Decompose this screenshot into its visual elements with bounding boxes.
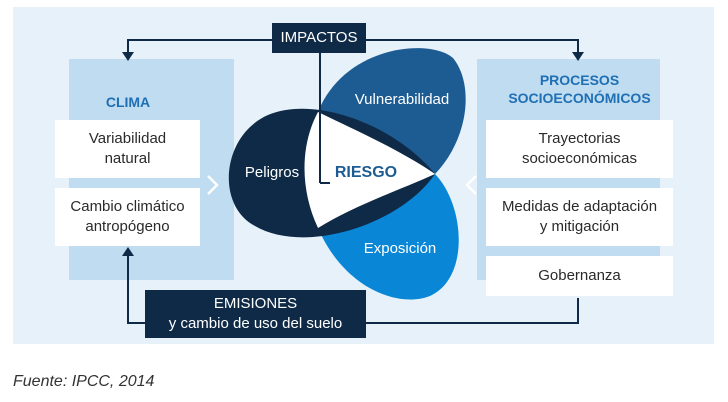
- procesos-box-trayectorias: Trayectorias socioeconómicas: [486, 120, 673, 178]
- procesos-heading: PROCESOS SOCIOECONÓMICOS: [508, 72, 651, 106]
- clima-heading: CLIMA: [105, 94, 151, 110]
- procesos-to-emisiones-connector: [366, 298, 579, 324]
- procesos-box-medidas: Medidas de adaptación y mitigación: [486, 188, 673, 246]
- exposicion-label: Exposición: [364, 240, 437, 257]
- arrowhead-clima-icon: [122, 52, 134, 61]
- risk-diagram: Peligros Vulnerabilidad Exposición RIESG…: [228, 48, 466, 300]
- chevron-left-icon: [465, 175, 477, 195]
- riesgo-label: RIESGO: [335, 164, 397, 181]
- procesos-box-gobernanza: Gobernanza: [486, 256, 673, 296]
- peligros-label: Peligros: [245, 164, 299, 181]
- riesgo-center: [304, 112, 435, 228]
- chevron-right-icon: [207, 175, 219, 195]
- exposicion-petal: [318, 174, 459, 300]
- vulnerabilidad-label: Vulnerabilidad: [355, 91, 450, 108]
- emisiones-to-clima-connector: [127, 254, 145, 324]
- impactos-to-clima-connector: [127, 39, 272, 55]
- clima-box-cambio: Cambio climático antropógeno: [55, 188, 200, 246]
- vulnerabilidad-petal: [318, 48, 466, 175]
- impactos-box: IMPACTOS: [272, 23, 366, 53]
- arrowhead-emisiones-icon: [122, 247, 134, 256]
- clima-box-variabilidad: Variabilidad natural: [55, 120, 200, 178]
- emisiones-box: EMISIONES y cambio de uso del suelo: [145, 290, 366, 338]
- impactos-to-procesos-connector: [366, 39, 579, 55]
- arrowhead-procesos-icon: [572, 52, 584, 61]
- source-caption: Fuente: IPCC, 2014: [13, 373, 155, 390]
